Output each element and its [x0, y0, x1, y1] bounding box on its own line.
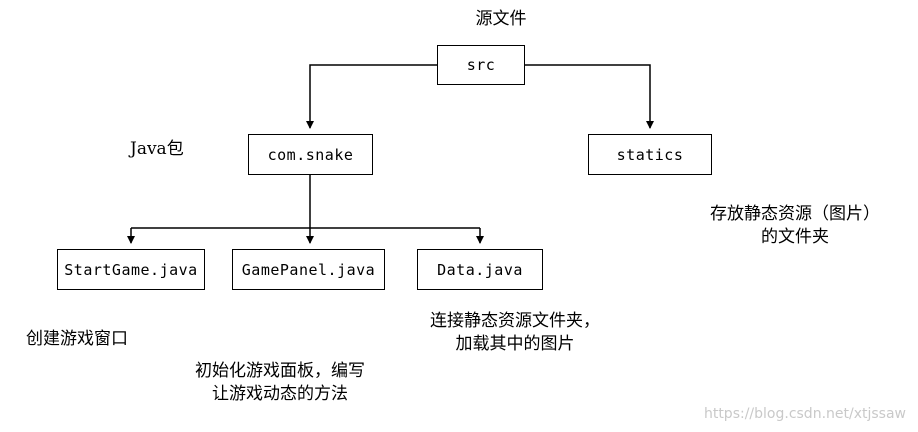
node-gamepanel-java: GamePanel.java: [232, 249, 385, 290]
connector-src-to-statics: [525, 64, 654, 129]
node-com-snake: com.snake: [248, 134, 373, 175]
watermark-url: https://blog.csdn.net/xtjssaw: [703, 406, 906, 422]
data-annotation: 连接静态资源文件夹， 加载其中的图片: [430, 311, 600, 354]
statics-annotation: 存放静态资源（图片） 的文件夹: [710, 204, 880, 247]
source-file-label: 源文件: [475, 9, 527, 29]
startgame-annotation: 创建游戏窗口: [26, 329, 128, 349]
connector-src-to-comsnake: [306, 64, 437, 129]
node-data-java: Data.java: [417, 249, 543, 290]
node-startgame-java: StartGame.java: [57, 249, 205, 290]
node-statics: statics: [588, 134, 712, 175]
node-src: src: [437, 45, 525, 85]
java-package-label: Java包: [130, 139, 184, 159]
gamepanel-annotation: 初始化游戏面板，编写 让游戏动态的方法: [195, 361, 365, 404]
